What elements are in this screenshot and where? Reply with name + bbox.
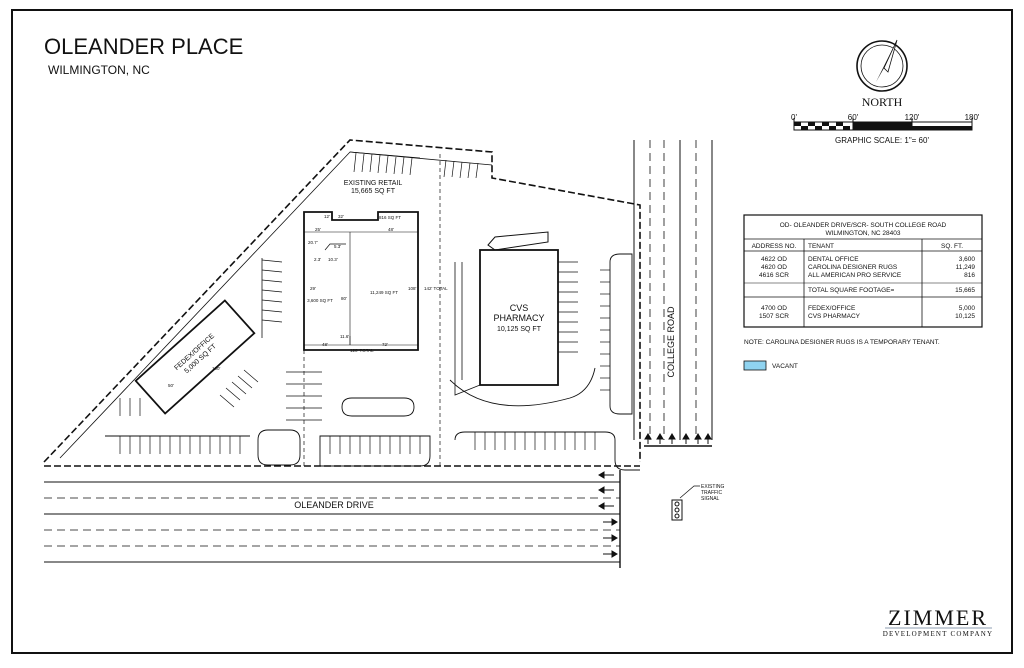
table-row-tenant: CVS PHARMACY — [808, 313, 861, 320]
page-title: OLEANDER PLACE — [44, 34, 243, 59]
total-value: 15,665 — [955, 287, 975, 294]
table-row-tenant: ALL AMERICAN PRO SERVICE — [808, 272, 902, 279]
dim-32: 32' — [338, 214, 344, 219]
table-header-line-1: OD- OLEANDER DRIVE/SCR- SOUTH COLLEGE RO… — [780, 222, 947, 229]
dim-11-6: 11.6' — [340, 334, 349, 339]
dim-100: 100' — [212, 366, 221, 371]
page-subtitle: WILMINGTON, NC — [48, 63, 150, 77]
dim-2-3: 2.3' — [314, 257, 321, 262]
signal-label-2: TRAFFIC — [701, 490, 722, 496]
college-road-label: COLLEGE ROAD — [666, 306, 676, 378]
north-arrow-icon — [856, 39, 908, 92]
table-header-line-2: WILMINGTON, NC 28403 — [825, 230, 900, 237]
tenant-note: NOTE: CAROLINA DESIGNER RUGS IS A TEMPOR… — [744, 339, 940, 346]
dim-108: 108' — [408, 286, 417, 291]
parking-island — [341, 397, 415, 417]
space-c-sqft: 816 SQ FT — [379, 215, 401, 220]
zimmer-tagline: DEVELOPMENT COMPANY — [883, 630, 994, 638]
signal-label-1: EXISTING — [701, 484, 724, 490]
sheet-border — [11, 9, 1013, 654]
table-row-address: 1507 SCR — [759, 313, 789, 320]
vacant-legend-swatch — [743, 360, 767, 371]
dim-142-total: 142' TOTAL — [424, 286, 448, 291]
table-row-tenant: DENTAL OFFICE — [808, 256, 859, 263]
fedex-building — [134, 299, 256, 415]
top-parking-stalls — [353, 152, 479, 179]
scale-tick-120: 120' — [905, 113, 920, 122]
dim-29: 29' — [310, 286, 316, 291]
existing-retail-label: EXISTING RETAIL — [344, 180, 403, 187]
dim-48b: 48' — [322, 342, 328, 347]
graphic-scale — [793, 118, 973, 131]
south-parking-stalls — [119, 398, 596, 454]
table-row-tenant: CAROLINA DESIGNER RUGS — [808, 264, 898, 271]
existing-retail-building — [303, 211, 419, 351]
dim-50: 50' — [168, 383, 174, 388]
scale-tick-60: 60' — [848, 113, 859, 122]
dim-5-3: 5.3' — [334, 244, 341, 249]
cvs-building — [479, 249, 559, 386]
traffic-signal-icon — [671, 485, 700, 521]
dim-20-7: 20.7' — [308, 240, 318, 245]
signal-label-3: SIGNAL — [701, 496, 720, 502]
dim-12: 12' — [324, 214, 330, 219]
table-row-tenant: FEDEX/OFFICE — [808, 305, 856, 312]
table-row-sqft: 10,125 — [955, 313, 975, 320]
zimmer-logo: ZIMMER — [888, 605, 988, 630]
oleander-drive-label: OLEANDER DRIVE — [294, 500, 374, 510]
scale-caption: GRAPHIC SCALE: 1"= 60' — [835, 136, 929, 145]
north-label: NORTH — [862, 95, 903, 109]
dim-10-3: 10.3' — [328, 257, 338, 262]
table-row-address: 4620 OD — [761, 264, 787, 271]
table-row-address: 4616 SCR — [759, 272, 789, 279]
existing-retail-sqft: 15,665 SQ FT — [351, 188, 396, 195]
space-b-sqft: 11,249 SQ FT — [370, 290, 398, 295]
table-row-sqft: 3,600 — [959, 256, 976, 263]
column-header-address: ADDRESS NO. — [752, 243, 797, 250]
column-header-sqft: SQ. FT. — [941, 243, 963, 250]
table-row-sqft: 816 — [964, 272, 975, 279]
space-a-sqft: 3,600 SQ FT — [307, 298, 333, 303]
cvs-label-1: CVS — [510, 303, 529, 313]
dim-72: 72' — [382, 342, 388, 347]
site-layout — [43, 139, 713, 568]
dim-25: 25' — [315, 227, 321, 232]
dim-120-total: 120' TOTAL — [350, 348, 374, 353]
tenant-table — [743, 214, 983, 328]
vacant-legend-label: VACANT — [772, 363, 798, 370]
table-row-sqft: 11,249 — [956, 264, 976, 271]
cvs-sqft: 10,125 SQ FT — [497, 326, 542, 333]
scale-tick-180: 180' — [965, 113, 980, 122]
dim-48: 48' — [388, 227, 394, 232]
table-row-sqft: 5,000 — [959, 305, 976, 312]
table-row-address: 4622 OD — [761, 256, 787, 263]
scale-tick-0: 0' — [791, 113, 797, 122]
cvs-label-2: PHARMACY — [493, 313, 544, 323]
table-row-address: 4700 OD — [761, 305, 787, 312]
cvs-east-stalls — [558, 261, 578, 353]
lane-arrows — [598, 433, 712, 558]
dim-80: 80' — [341, 296, 347, 301]
column-header-tenant: TENANT — [808, 243, 834, 250]
total-label: TOTAL SQUARE FOOTAGE= — [808, 287, 894, 294]
property-line — [43, 139, 641, 463]
